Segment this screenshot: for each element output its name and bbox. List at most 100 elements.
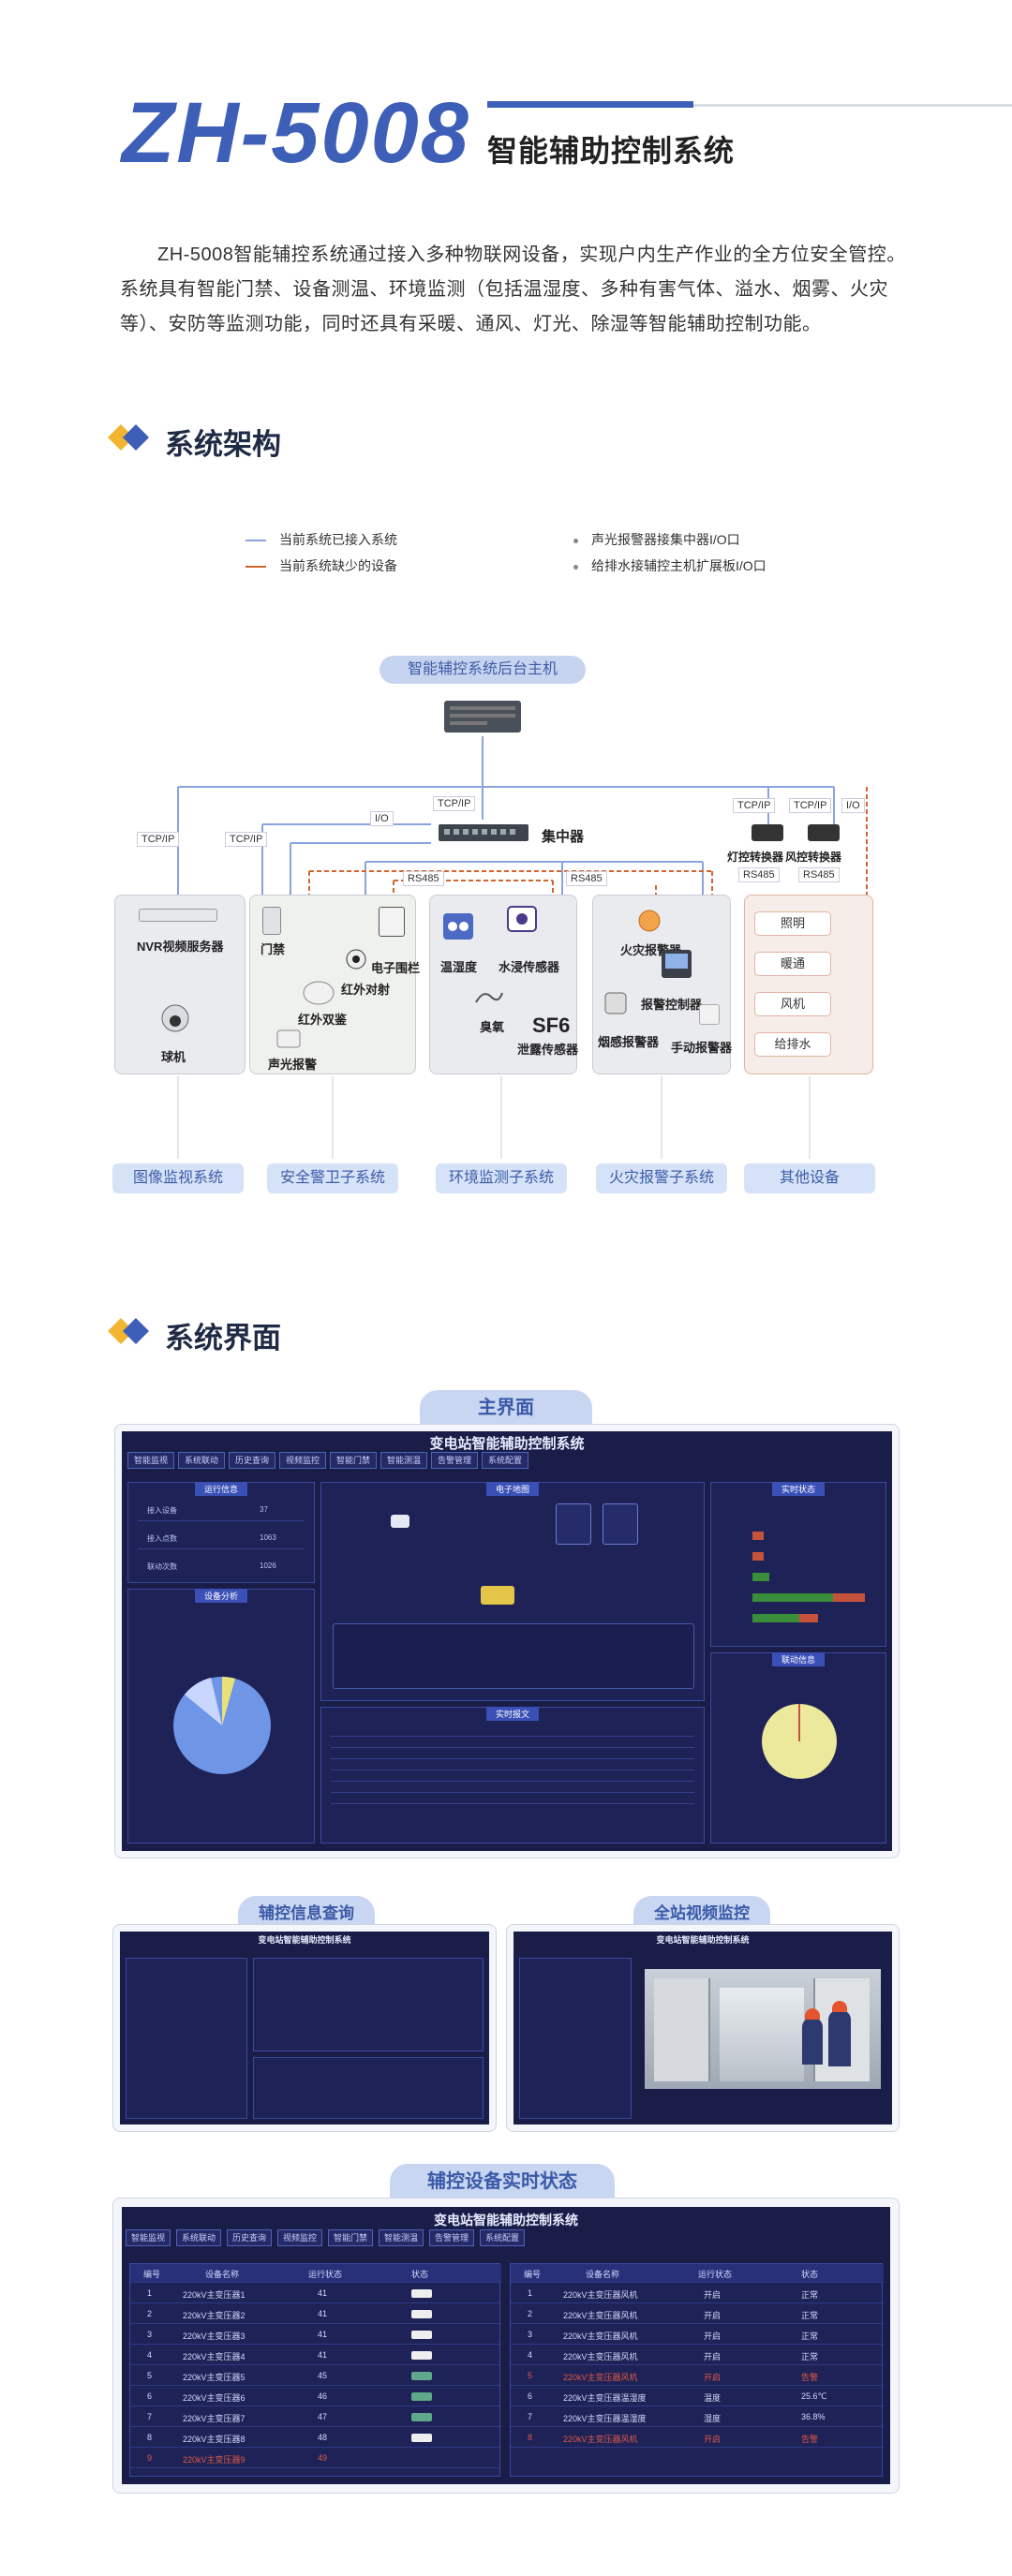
device-manual: 手动报警器 [671, 1041, 733, 1055]
device-ac: 暖通 [754, 952, 831, 976]
nav-item[interactable]: 告警管理 [431, 1452, 478, 1469]
nav-item[interactable]: 历史查询 [229, 1452, 275, 1469]
section-title-architecture: 系统架构 [165, 428, 281, 461]
device-smoke: 烟感报警器 [598, 1035, 660, 1049]
panel-events: 实时报文 [320, 1707, 705, 1843]
protocol-tcpip-door: TCP/IP [225, 832, 268, 847]
device-fan-conv: 风控转换器 [785, 851, 842, 864]
nav-item[interactable]: 系统配置 [480, 2229, 525, 2246]
legend-missing: 当前系统缺少的设备 [246, 556, 397, 575]
host-label: 智能辅控系统后台主机 [380, 656, 586, 684]
device-ir-beam: 红外对射 [341, 983, 391, 997]
protocol-io-drain: I/O [841, 798, 865, 813]
subsystem-environment: 环境监测子系统 [436, 1163, 567, 1193]
panel-linkage: 联动信息 [710, 1652, 886, 1843]
concentrator-label: 集中器 [542, 829, 585, 845]
subsystem-other: 其他设备 [744, 1163, 875, 1193]
nav-item[interactable]: 告警管理 [429, 2229, 474, 2246]
legend-note-1: 声光报警器接集中器I/O口 [573, 530, 740, 549]
device-sf6-sensor: 泄露传感器 [517, 1043, 579, 1057]
legend-connected: 当前系统已接入系统 [246, 530, 397, 549]
panel-run-info: 运行信息 接入设备 37 接入点数 1063 联动次数 1026 [127, 1482, 315, 1583]
query-chart-panel [253, 2057, 484, 2119]
video-feed [645, 1969, 881, 2089]
smoke-detector-icon [604, 992, 627, 1014]
nav-item[interactable]: 智能门禁 [330, 1452, 377, 1469]
tab-main-screen: 主界面 [420, 1390, 592, 1426]
intro-paragraph: ZH-5008智能辅控系统通过接入多种物联网设备，实现户内生产作业的全方位安全管… [120, 244, 906, 334]
query-table-panel [253, 1958, 484, 2051]
nav-item[interactable]: 系统联动 [176, 2229, 221, 2246]
legend-note-2: 给排水接辅控主机扩展板I/O口 [573, 556, 766, 575]
ir-dual-icon [303, 981, 335, 1005]
fan-converter-icon [808, 824, 840, 841]
query-tree-panel [126, 1958, 247, 2119]
nav-item[interactable]: 智能测温 [380, 1452, 427, 1469]
panel-realtime: 实时状态 [710, 1482, 886, 1647]
device-camera: 球机 [161, 1050, 186, 1064]
nav-item[interactable]: 智能测温 [379, 2229, 424, 2246]
nav-item[interactable]: 智能监视 [127, 1452, 174, 1469]
panel-device-stat: 设备分析 [127, 1589, 315, 1843]
ir-beam-icon [346, 949, 366, 970]
protocol-rs485-1: RS485 [403, 871, 444, 886]
nav-item[interactable]: 智能监视 [126, 2229, 171, 2246]
device-fan: 风机 [754, 992, 831, 1016]
fire-controller-icon [662, 950, 692, 978]
ozone-icon [475, 992, 503, 1003]
device-drain: 给排水 [754, 1032, 831, 1057]
device-ir-dual: 红外双鉴 [298, 1013, 348, 1027]
concentrator-icon [439, 824, 528, 841]
protocol-io: I/O [370, 811, 394, 826]
fence-icon [379, 907, 405, 937]
section-title-interface: 系统界面 [165, 1322, 281, 1355]
device-alarm-light: 声光报警 [268, 1058, 318, 1072]
product-name: 智能辅助控制系统 [487, 134, 736, 168]
diamond-icon [108, 1318, 149, 1344]
panel-map: 电子地图 [320, 1482, 705, 1701]
nav-item[interactable]: 系统联动 [178, 1452, 225, 1469]
main-screen: 变电站智能辅助控制系统 智能监视 系统联动 历史查询 视频监控 智能门禁 智能测… [122, 1431, 892, 1851]
header-accent-line [693, 104, 1012, 107]
protocol-tcpip-host: TCP/IP [433, 796, 476, 811]
nav-item[interactable]: 智能门禁 [328, 2229, 373, 2246]
app-title: 变电站智能辅助控制系统 [429, 1436, 585, 1452]
protocol-tcpip-nvr: TCP/IP [137, 832, 180, 847]
device-temp-hum: 温湿度 [440, 960, 478, 974]
tab-query: 辅控信息查询 [238, 1896, 375, 1932]
nav-item[interactable]: 视频监控 [277, 2229, 322, 2246]
device-lighting: 照明 [754, 911, 831, 936]
header-accent-bar [487, 101, 693, 108]
nvr-icon [139, 909, 217, 922]
nav-item[interactable]: 视频监控 [279, 1452, 326, 1469]
query-screen: 变电站智能辅助控制系统 [120, 1932, 489, 2124]
manual-alarm-icon [699, 1004, 720, 1025]
subsystem-fire: 火灾报警子系统 [596, 1163, 727, 1193]
device-water: 水浸传感器 [499, 960, 560, 974]
nav-item[interactable]: 系统配置 [482, 1452, 528, 1469]
device-nvr: NVR视频服务器 [137, 940, 224, 954]
video-screen: 变电站智能辅助控制系统 [513, 1932, 892, 2124]
device-fence: 电子围栏 [371, 961, 421, 975]
dome-camera-icon [161, 1004, 189, 1032]
protocol-tcpip-fan: TCP/IP [789, 798, 832, 813]
device-fire-ctrl: 报警控制器 [641, 998, 703, 1012]
door-access-icon [262, 907, 281, 935]
tab-status: 辅控设备实时状态 [390, 2164, 615, 2199]
nav-item[interactable]: 历史查询 [227, 2229, 272, 2246]
status-screen: 变电站智能辅助控制系统 智能监视 系统联动 历史查询 视频监控 智能门禁 智能测… [122, 2207, 890, 2484]
protocol-rs485-2: RS485 [566, 871, 607, 886]
